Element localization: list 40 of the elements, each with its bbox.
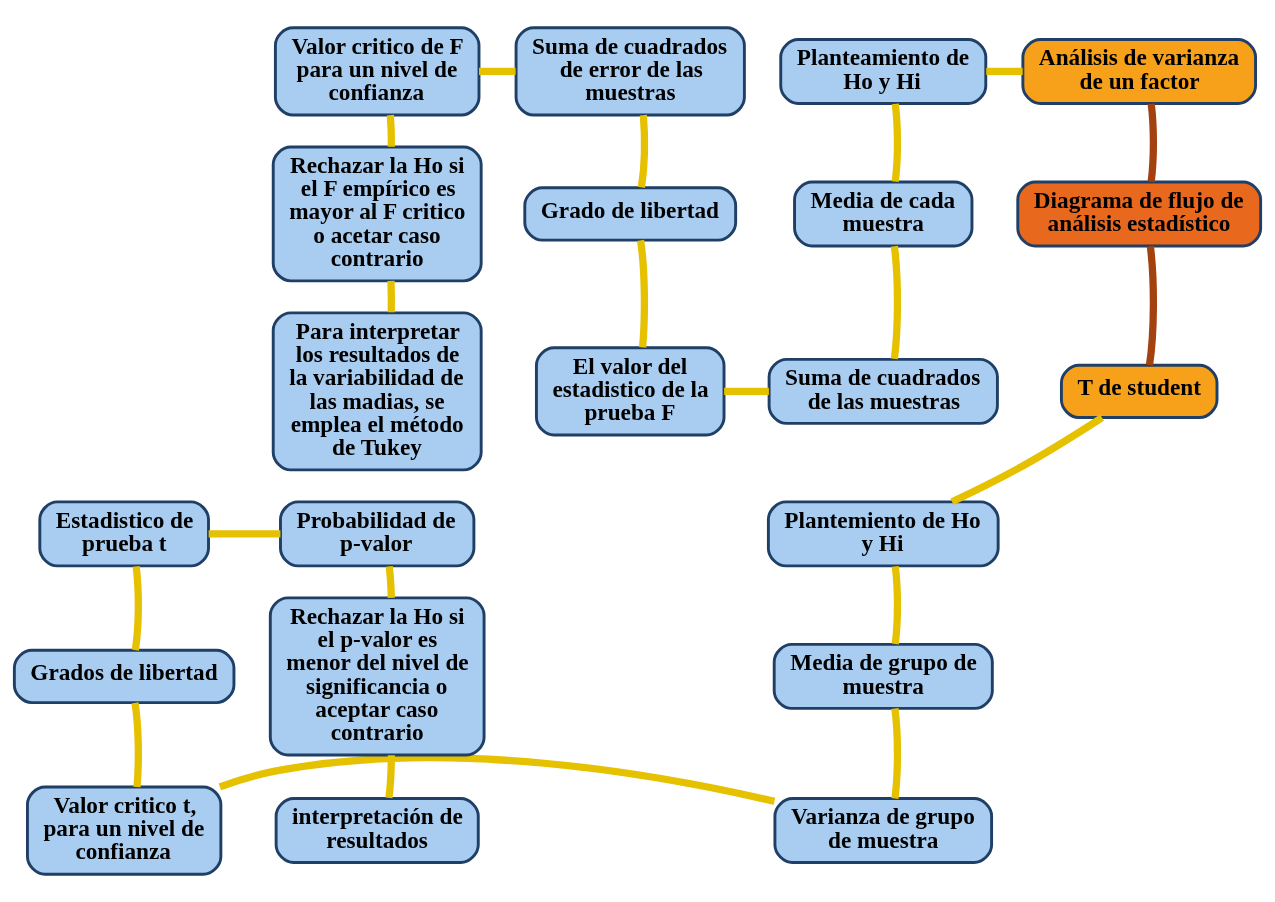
connector [386,114,395,147]
connector [1145,245,1157,366]
connector [986,67,1023,76]
connector [890,245,902,360]
node-box: Para interpretar los resultados de la variabilidad de las madias, se emplea el método de Tukey [271,311,483,472]
node-box: Valor critico t, para un nivel de confianza [26,785,223,876]
connector [636,239,649,348]
connector [208,530,281,538]
connector [218,754,776,805]
connector [891,565,902,645]
node-box: Varianza de grupo de muestra [773,797,994,864]
node-box: Grado de libertad [523,186,738,242]
node-box: Planteamiento de Ho y Hi [779,38,988,105]
node-box: Media de cada muestra [793,180,974,248]
connector [387,280,395,313]
connector [950,414,1104,506]
node-box: Grados de libertad [12,648,236,705]
node-box: Suma de cuadrados de error de las muestras [514,26,746,117]
connector [637,114,649,188]
node-box: Valor critico de F para un nivel de confianza [273,26,481,117]
connector [479,67,516,76]
node-box: Media de grupo de muestra [772,642,994,710]
node-box: interpretación de resultados [274,797,480,864]
node-box: Plantemiento de Ho y Hi [766,500,1000,568]
node-box: Probabilidad de p-valor [279,500,476,568]
node-box: Suma de cuadrados de las muestras [767,357,999,425]
node-box: Estadistico de prueba t [38,500,210,568]
node-box: Diagrama de flujo de análisis estadístico [1016,180,1263,248]
node-box: Rechazar la Ho si el p-valor es menor del nivel de significancia o aceptar caso contrario [268,596,486,757]
connector [131,565,142,651]
node-box: Rechazar la Ho si el F empírico es mayor al F critico o acetar caso contrario [271,145,483,283]
node-box: T de student [1059,363,1219,419]
connector [891,103,902,182]
node-box: El valor del estadistico de la prueba F [534,346,726,437]
connector [385,565,395,598]
connector [724,387,769,395]
connector [1147,103,1158,182]
connector [131,702,142,788]
connector [891,708,902,799]
node-box: Análisis de varianza de un factor [1021,38,1257,105]
